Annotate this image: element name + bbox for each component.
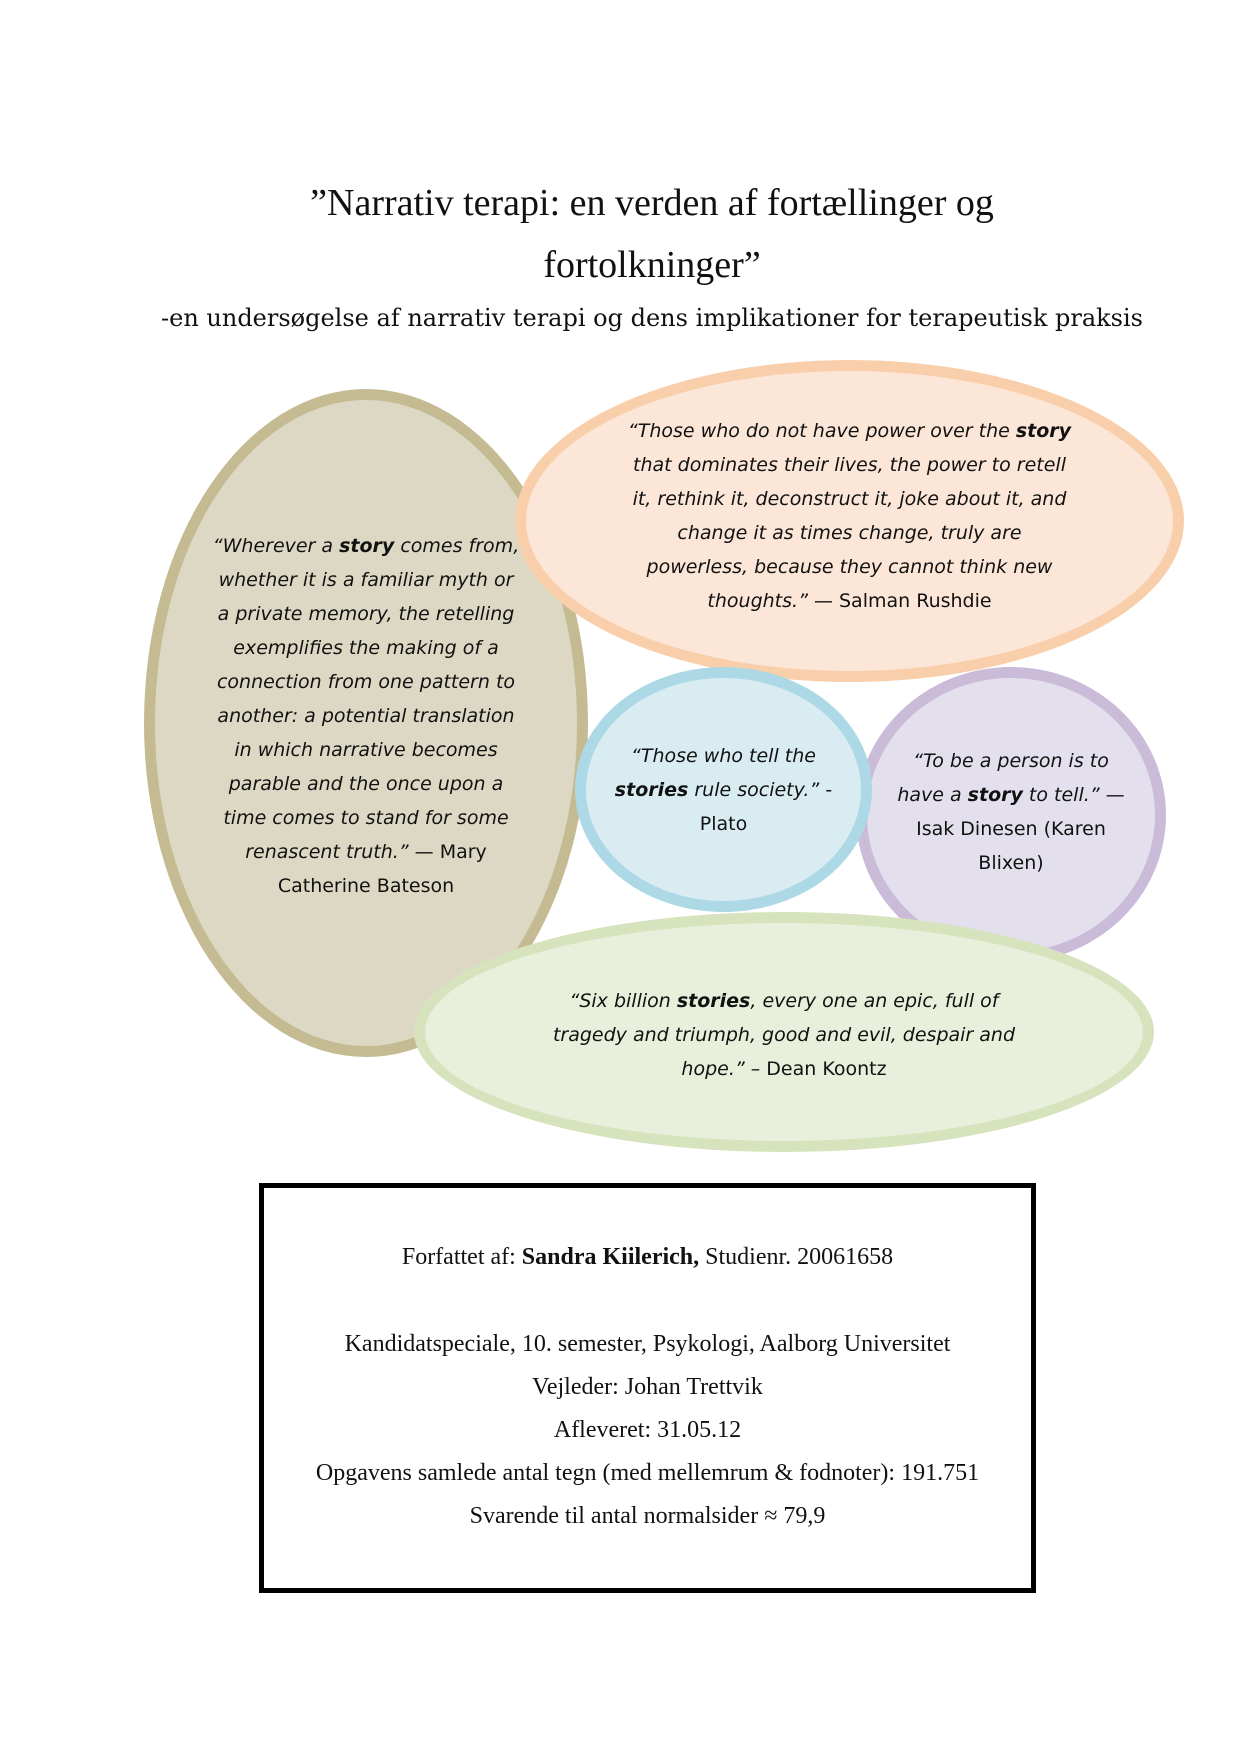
quote-bubble-bateson: “Wherever a story comes from, whether it… [144,389,588,1057]
thesis-info-box: Forfattet af: Sandra Kiilerich, Studienr… [259,1183,1036,1593]
quote-rest: comes from, whether it is a familiar myt… [216,535,520,863]
quote-open: “To be a person is to have a [897,750,1109,806]
title-line-2: fortolkninger” [543,244,761,286]
quote-attribution: — Salman Rushdie [807,590,992,612]
quote-attribution: —Isak Dinesen (Karen Blixen) [916,784,1125,874]
program-line: Kandidatspeciale, 10. semester, Psykolog… [344,1331,951,1357]
quote-rest: to tell.” [1022,784,1100,806]
quote-text-rushdie: “Those who do not have power over the st… [625,414,1075,618]
quote-attribution: — Mary Catherine Bateson [277,841,487,897]
quote-text-dinesen: “To be a person is to have a story to te… [896,744,1126,880]
supervisor-line: Vejleder: Johan Trettvik [532,1374,763,1400]
author-prefix: Forfattet af: [401,1244,522,1270]
quote-open: “Wherever a [212,535,340,557]
quote-keyword: stories [614,778,689,801]
quote-open: “Those who tell the [631,744,816,767]
quote-open: “Those who do not have power over the [627,420,1016,442]
quote-keyword: story [1015,420,1072,442]
quote-rest: , every one an epic, full of tragedy and… [552,990,1016,1080]
quote-keyword: stories [676,990,751,1012]
quote-text-bateson: “Wherever a story comes from, whether it… [211,529,521,903]
normal-pages-line: Svarende til antal normalsider ≈ 79,9 [469,1503,826,1529]
quote-text-plato: “Those who tell the stories rule society… [614,739,834,841]
title-line-1: ”Narrativ terapi: en verden af fortællin… [310,182,994,224]
quote-attribution: – Dean Koontz [744,1058,887,1080]
quote-keyword: story [339,535,395,557]
quote-rest: rule society.” [688,778,820,801]
quote-bubble-rushdie: “Those who do not have power over the st… [515,360,1184,682]
quote-text-koontz: “Six billion stories, every one an epic,… [534,984,1034,1086]
quote-open: “Six billion [569,990,677,1012]
author-name: Sandra Kiilerich, [521,1244,700,1270]
author-line: Forfattet af: Sandra Kiilerich, Studienr… [264,1241,1031,1273]
quote-bubble-dinesen: “To be a person is to have a story to te… [856,667,1166,963]
quote-bubble-plato: “Those who tell the stories rule society… [575,667,872,912]
document-subtitle: -en undersøgelse af narrativ terapi og d… [161,304,1143,332]
quote-bubble-koontz: “Six billion stories, every one an epic,… [414,912,1154,1152]
quote-keyword: story [967,784,1023,806]
char-count-line: Opgavens samlede antal tegn (med mellemr… [315,1460,980,1486]
document-title: ”Narrativ terapi: en verden af fortællin… [200,172,1104,296]
quote-attribution: - Plato [699,778,833,835]
submitted-line: Afleveret: 31.05.12 [553,1417,742,1443]
quote-rest: that dominates their lives, the power to… [632,454,1067,612]
student-number: Studienr. 20061658 [699,1244,894,1270]
